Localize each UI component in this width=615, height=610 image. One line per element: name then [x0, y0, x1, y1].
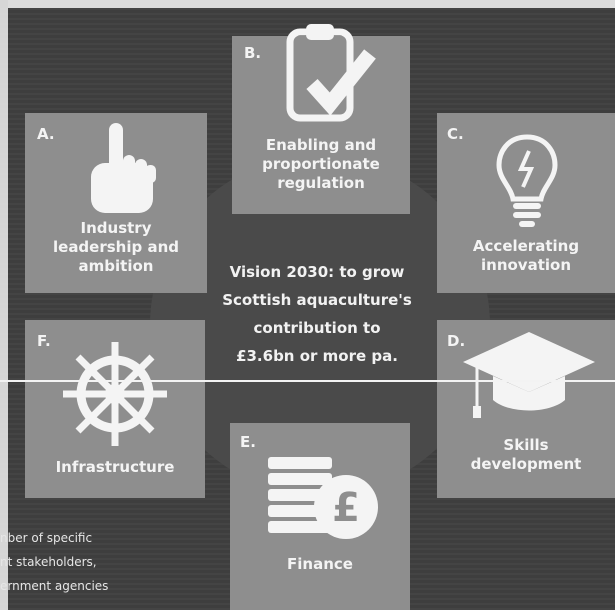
lightbulb-icon: [496, 134, 558, 227]
card-letter: E.: [240, 433, 256, 451]
card-infrastructure: F. Infrastructure: [25, 320, 205, 498]
card-innovation: C. Accelerating innovation: [437, 113, 615, 293]
coins-pound-icon: £: [268, 457, 378, 539]
card-skills: D. Skills development: [437, 320, 615, 498]
svg-text:£: £: [332, 485, 360, 531]
card-label: Enabling and proportionate regulation: [262, 136, 380, 192]
card-label: Skills development: [470, 436, 582, 473]
ship-wheel-icon: [63, 342, 167, 446]
card-letter: C.: [447, 125, 464, 143]
card-letter: F.: [37, 332, 51, 350]
vision-statement: Vision 2030: to grow Scottish aquacultur…: [222, 263, 412, 365]
card-finance: E. £ Finance: [230, 423, 410, 610]
card-label: Finance: [287, 555, 353, 573]
card-regulation: B. Enabling and proportionate regulation: [232, 24, 410, 214]
card-letter: B.: [244, 44, 262, 62]
horizontal-divider: [0, 380, 615, 382]
card-letter: D.: [447, 332, 466, 350]
graduation-cap-icon: [463, 332, 595, 418]
card-letter: A.: [37, 125, 55, 143]
card-industry-leadership: A. Industry leadership and ambition: [25, 113, 207, 293]
card-label: Industry leadership and ambition: [53, 219, 179, 275]
top-border: [0, 0, 615, 8]
left-border: [0, 0, 8, 610]
card-label: Accelerating innovation: [472, 237, 580, 274]
card-label: Infrastructure: [55, 458, 175, 476]
pointing-hand-icon: [91, 123, 156, 213]
clipboard-check-icon: [286, 24, 376, 122]
footnote-text: nber of specific nt stakeholders, ernmen…: [0, 531, 109, 593]
